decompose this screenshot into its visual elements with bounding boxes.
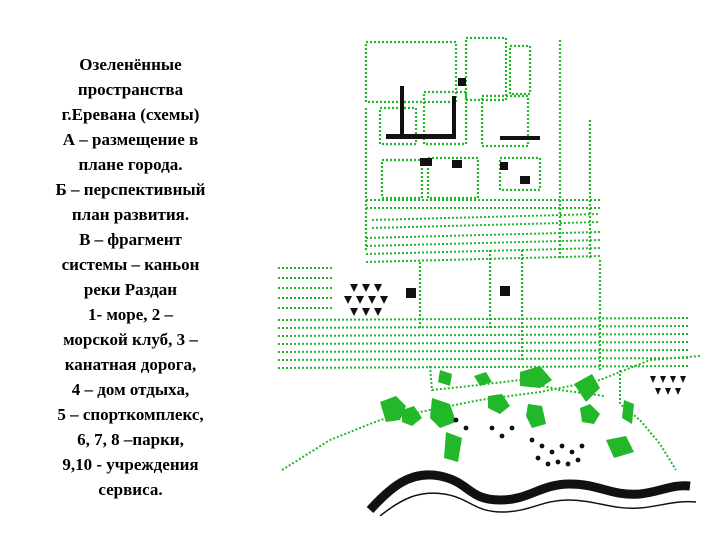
canyon-paths — [281, 355, 701, 471]
street-grid-north — [364, 36, 602, 370]
caption: Озеленённые пространства г.Еревана (схем… — [18, 52, 243, 502]
caption-line: реки Раздан — [83, 280, 178, 299]
tree-triangle-icon — [344, 284, 686, 395]
river-shape — [366, 470, 691, 514]
caption-line: 4 – дом отдыха, — [71, 380, 190, 399]
caption-line: 6, 7, 8 –парки, — [77, 430, 184, 449]
caption-line: канатная дорога, — [64, 355, 197, 374]
caption-line: Озеленённые — [79, 55, 182, 74]
caption-line: 5 – спорткомплекс, — [57, 405, 204, 424]
caption-line: 1- море, 2 – — [87, 305, 174, 324]
road-bands — [277, 199, 691, 369]
caption-line: сервиса. — [98, 480, 163, 499]
caption-line: В – фрагмент — [79, 230, 182, 249]
caption-line: Б – перспективный — [55, 180, 206, 199]
caption-line: г.Еревана (схемы) — [61, 105, 200, 124]
caption-line: план развития. — [71, 205, 190, 224]
canyon-dots — [453, 417, 585, 467]
green-spaces-map — [277, 36, 701, 516]
planned-structures — [386, 78, 540, 298]
caption-line: плане города. — [78, 155, 183, 174]
caption-line: 9,10 - учреждения — [62, 455, 199, 474]
park-areas — [380, 366, 634, 462]
caption-line: морской клуб, 3 – — [63, 330, 198, 349]
caption-line: системы – каньон — [61, 255, 200, 274]
caption-line: пространства — [77, 80, 184, 99]
river-bank — [379, 492, 697, 516]
caption-line: А – размещение в — [62, 130, 199, 149]
